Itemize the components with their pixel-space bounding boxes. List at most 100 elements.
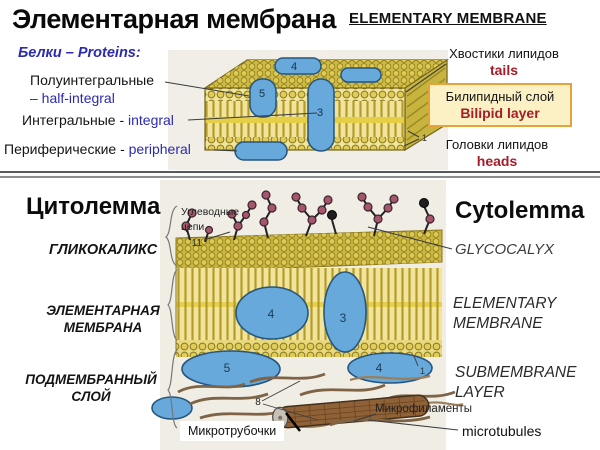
peripheral-protein (234, 141, 288, 161)
half-integral-label-ru: Полуинтегральные (30, 72, 155, 88)
number-5-peripheral-b: 5 (224, 361, 231, 375)
filament-over-tubule (329, 415, 431, 427)
integral-leader (187, 112, 318, 121)
cytolemma-title-en: Cytolemma (455, 197, 585, 224)
microfilaments-label-ru: Микрофиламенты (375, 403, 473, 415)
lipid-tails-ru: Хвостики липидов (449, 46, 559, 61)
top-diagram-proteins (234, 57, 382, 161)
microtubules-leader (367, 419, 459, 431)
filament-8-tick-b (262, 403, 319, 421)
carb-chains-leader (203, 231, 231, 241)
microtubules-label-en: microtubules (462, 423, 542, 439)
glycocalyx-bracket (165, 205, 178, 267)
microfilaments-leader (353, 413, 377, 422)
lipid-heads-ru: Головки липидов (445, 137, 549, 152)
number-1-heads: 1 (422, 133, 427, 143)
bottom-leader-lines (203, 226, 459, 431)
surface-protein-right (340, 67, 382, 83)
glycocalyx-leader (367, 226, 453, 250)
integral-label-ru: Интегральные - (22, 112, 128, 128)
section-divider (0, 171, 600, 178)
chain-black-beads (327, 198, 429, 220)
glycocalyx-chains (181, 190, 435, 243)
top-membrane-diagram: 4 5 3 1 (164, 50, 449, 170)
layer-brackets (165, 205, 178, 429)
number-3-integral: 3 (317, 107, 323, 119)
bilayer-section-tails (176, 268, 442, 342)
number-5-half-integral: 5 (259, 88, 265, 100)
bilipid-layer-ru: Билипидный слой (445, 89, 555, 104)
number-4-surface-b: 4 (268, 307, 275, 321)
lipid-heads-en: heads (476, 153, 518, 169)
submembrane-label-en: SUBMEMBRANE LAYER (455, 363, 576, 403)
number-1-lipid: 1 (420, 366, 425, 376)
submembrane-label-ru: ПОДМЕМБРАННЫЙ СЛОЙ (0, 371, 182, 405)
integral-label-en: integral (128, 112, 174, 128)
carb-chains-line1: Углеводные (181, 206, 240, 218)
number-8-filament: 8 (255, 397, 261, 408)
elementary-membrane-label-ru: ЭЛЕМЕНТАРНАЯ МЕМБРАНА (28, 302, 178, 336)
bottom-diagram-proteins (151, 271, 433, 420)
number-4-submembrane: 4 (376, 361, 383, 375)
upper-tails (205, 101, 405, 117)
bilipid-layer-en: Bilipid layer (460, 105, 540, 121)
bottom-diagram-numbers: 4 3 5 4 (224, 307, 383, 375)
carb-chains-line2: цепи (181, 221, 205, 233)
upper-heads-row (205, 88, 405, 101)
half-integral-label-en: – half-integral (30, 90, 115, 106)
carb-chains-label: Углеводные цепи (181, 205, 239, 235)
integral-protein-3 (307, 78, 335, 152)
submembrane-ru-line2: СЛОЙ (71, 389, 111, 404)
peripheral-leader (213, 149, 238, 152)
number-4-surface: 4 (291, 61, 297, 73)
elementary-membrane-en-line1: ELEMENTARY (453, 295, 557, 312)
cytolemma-title-ru: Цитолемма (26, 193, 161, 220)
microtubule-end-dot (278, 415, 283, 420)
glycocalyx-label-en: GLYCOCALYX (455, 241, 554, 258)
elementary-membrane-ru-line2: МЕМБРАНА (63, 320, 143, 335)
elementary-membrane-label-en: ELEMENTARY MEMBRANE (453, 294, 556, 334)
half-integral-leader (164, 81, 250, 97)
half-integral-protein-5 (249, 78, 277, 118)
submembrane-protein-4c (347, 352, 433, 384)
glycocalyx-label-ru: ГЛИКОКАЛИКС (49, 242, 158, 258)
number-3-integral-b: 3 (340, 311, 347, 325)
elementary-membrane-en-line2: MEMBRANE (453, 315, 543, 332)
heads-leader-b (403, 138, 420, 147)
submembrane-ru-line1: ПОДМЕМБРАННЫЙ (25, 372, 157, 387)
bottom-membrane-diagram: 4 3 5 4 11 1 8 (151, 180, 464, 450)
proteins-heading: Белки – Proteins: (18, 45, 141, 61)
integral-protein-3b (323, 271, 367, 353)
lipid-heads-label: Головки липидов heads (418, 136, 576, 170)
filament-8-tick-a (261, 380, 301, 402)
top-leader-lines (164, 63, 447, 152)
peripheral-label-ru: Периферические - (4, 141, 129, 157)
slide-title-ru: Элементарная мембрана (12, 4, 336, 34)
surface-protein-4 (274, 57, 322, 75)
lipid-tails-en: tails (489, 62, 518, 78)
peripheral-protein-5b (181, 350, 281, 388)
submembrane-en-line1: SUBMEMBRANE (455, 364, 577, 381)
lipid-tails-label: Хвостики липидов tails (436, 45, 572, 79)
microtubules-label-ru: Микротрубочки (180, 421, 285, 441)
membrane-surface-heads (176, 230, 442, 272)
top-diagram-numbers: 4 5 3 (259, 61, 323, 119)
slide-title-en: ELEMENTARY MEMBRANE (349, 10, 547, 27)
submembrane-en-line2: LAYER (455, 384, 505, 401)
elementary-membrane-ru-line1: ЭЛЕМЕНТАРНАЯ (46, 303, 160, 318)
bilayer-midline (205, 117, 405, 123)
tails-leader (405, 63, 447, 93)
peripheral-label: Периферические - peripheral (4, 141, 191, 157)
submembrane-bracket (167, 349, 178, 429)
bilipid-layer-box: Билипидный слой Bilipid layer (428, 83, 572, 127)
microtubule-texture (284, 396, 427, 426)
peripheral-label-en: peripheral (128, 141, 191, 157)
surface-protein-4b (235, 286, 309, 340)
lower-tails (205, 123, 405, 137)
integral-label: Интегральные - integral (22, 112, 174, 128)
membrane-bracket (167, 269, 178, 341)
chain-beads (181, 190, 435, 235)
heads-leader-a (407, 130, 420, 138)
